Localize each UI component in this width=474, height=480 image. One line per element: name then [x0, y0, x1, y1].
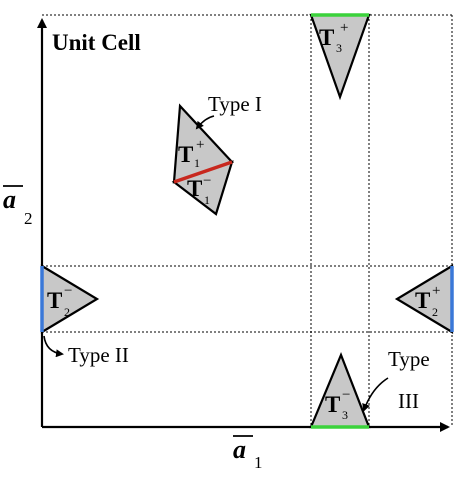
label-t2-plus-sup: + [432, 283, 440, 299]
label-t3-plus-sub: 3 [336, 41, 342, 55]
triangle-pair-t1 [171, 103, 234, 216]
type-i-shared-edge [173, 160, 233, 184]
y-axis-label: a 2 [3, 185, 33, 228]
label-t1-plus-sup: + [196, 137, 204, 153]
label-t2-plus: T 2 + [415, 283, 440, 319]
y-axis-label-sub: 2 [24, 209, 33, 228]
label-t1-plus-main: T [178, 142, 193, 167]
annotation-type-iii-line1: Type [388, 347, 430, 371]
type-i-pointer [195, 115, 215, 130]
label-t2-plus-main: T [415, 288, 430, 313]
label-t3-plus-sup: + [340, 20, 348, 36]
label-t2-minus-sup: − [64, 283, 72, 299]
diagram-title: Unit Cell [52, 30, 141, 55]
label-t2-minus: T 2 − [47, 283, 72, 319]
type-ii-pointer [43, 335, 64, 358]
label-t3-minus: T 3 − [325, 387, 350, 422]
annotation-type-i: Type I [208, 92, 262, 116]
x-axis-label-sub: 1 [254, 453, 263, 472]
label-t2-minus-main: T [47, 288, 62, 313]
y-axis-label-main: a [3, 185, 16, 214]
label-t1-minus-sub: 1 [204, 193, 210, 207]
label-t3-minus-sub: 3 [342, 408, 348, 422]
unit-cell-boundary [42, 14, 453, 427]
x-axis-label: a 1 [233, 435, 263, 472]
label-t1-minus-main: T [187, 176, 202, 201]
label-t3-plus-main: T [319, 25, 334, 50]
axes [37, 18, 450, 432]
type-iii-pointer [362, 377, 389, 412]
x-axis-label-main: a [233, 435, 246, 464]
annotation-type-iii-line2: III [398, 389, 419, 413]
label-t3-minus-sup: − [342, 387, 350, 403]
label-t1-plus-sub: 1 [194, 156, 200, 170]
label-t1-minus-sup: − [203, 173, 211, 189]
label-t1-minus: T 1 − [187, 173, 211, 207]
label-t2-plus-sub: 2 [432, 305, 438, 319]
annotation-type-ii: Type II [68, 343, 129, 367]
label-t3-minus-main: T [325, 392, 340, 417]
label-t3-plus: T 3 + [319, 20, 348, 55]
label-t1-plus: T 1 + [178, 137, 204, 170]
label-t2-minus-sub: 2 [64, 305, 70, 319]
